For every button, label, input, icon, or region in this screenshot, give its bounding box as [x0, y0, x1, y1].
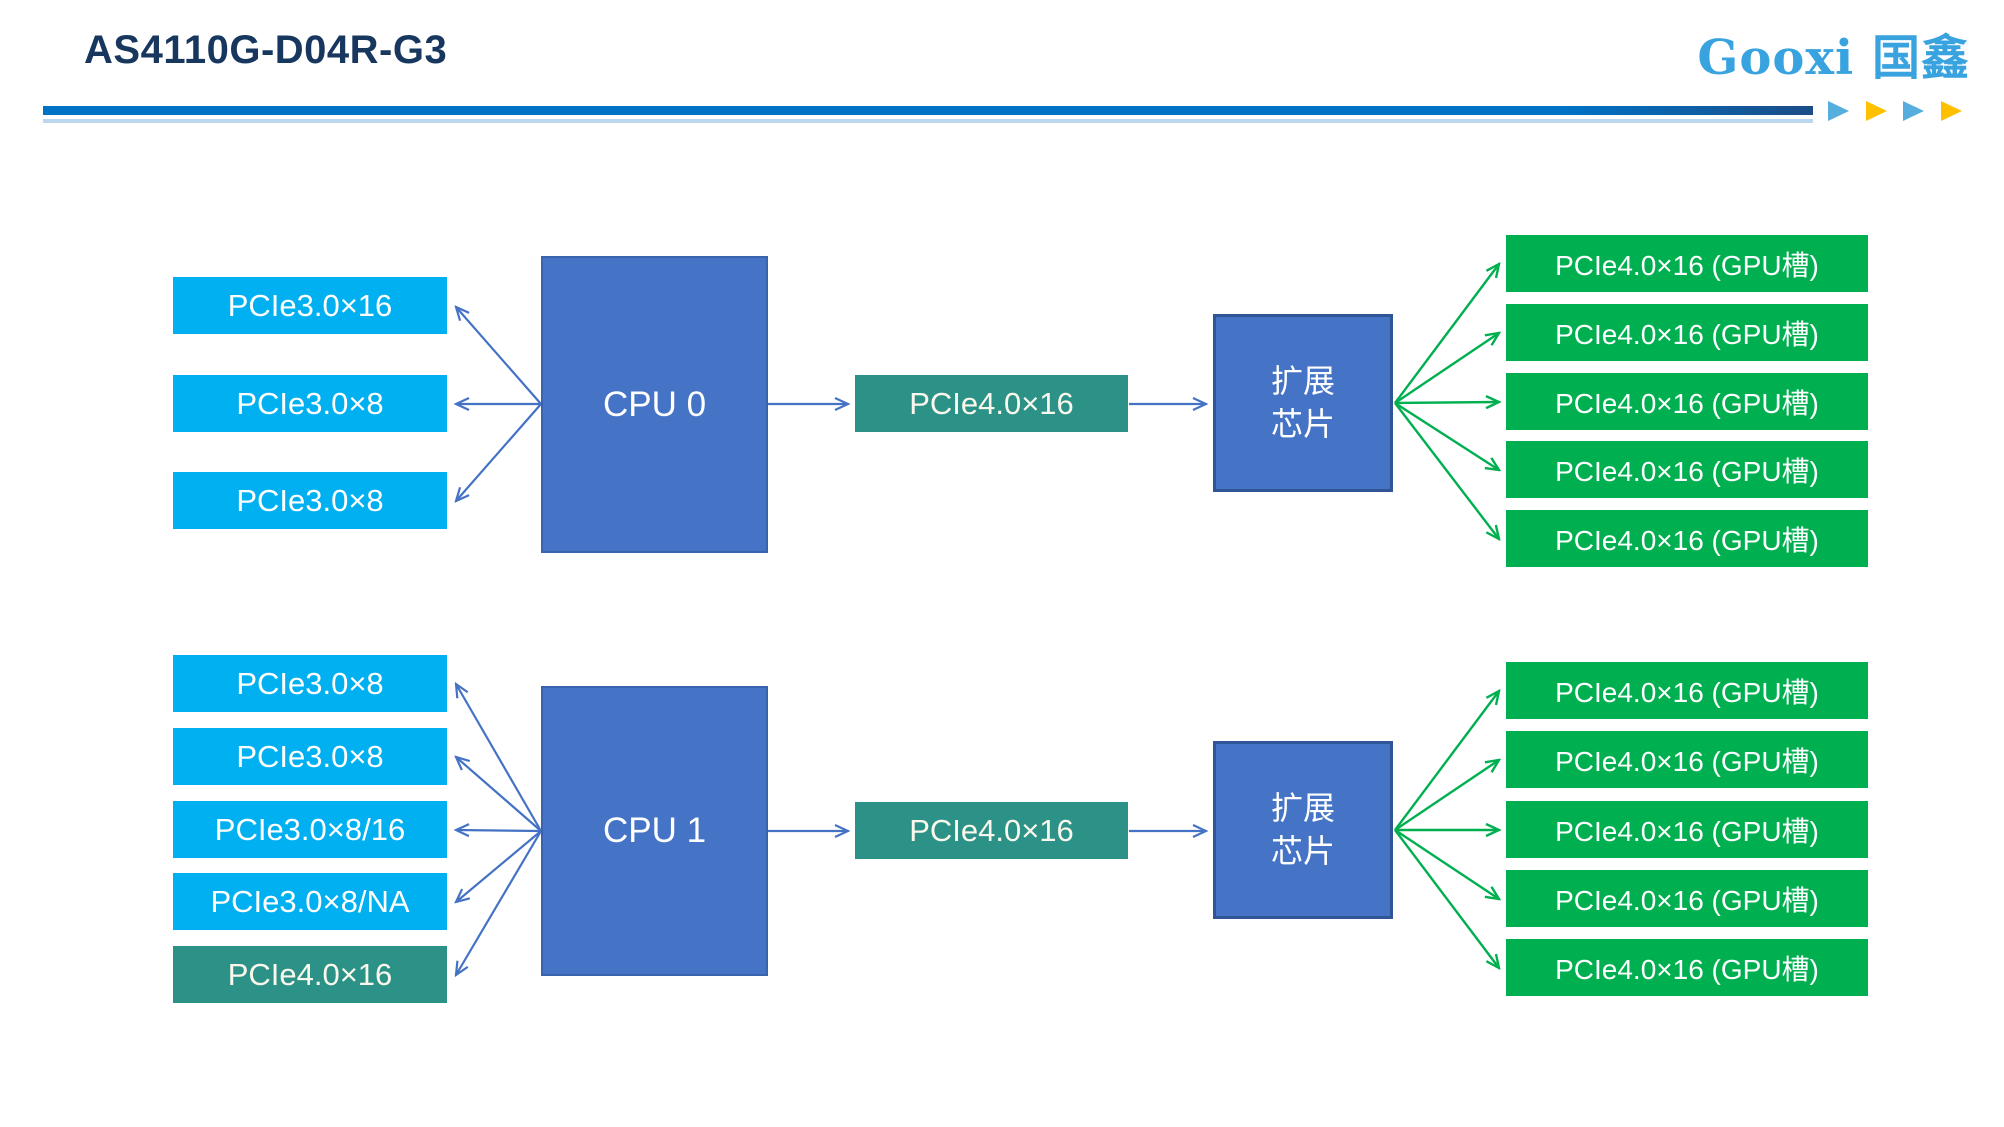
cpu1-gpu-slot: PCIe4.0×16 (GPU槽) — [1506, 731, 1868, 788]
cpu0-uplink: PCIe4.0×16 — [855, 375, 1128, 432]
expander-chip-0: 扩展 芯片 — [1213, 314, 1393, 492]
header-accent-bar — [43, 106, 1813, 115]
triangle-icon — [1866, 101, 1887, 121]
cpu1-left-slot: PCIe3.0×8 — [173, 655, 447, 712]
cpu0-left-slot: PCIe3.0×16 — [173, 277, 447, 334]
cpu1-gpu-slot: PCIe4.0×16 (GPU槽) — [1506, 662, 1868, 719]
header-accent-underline — [43, 119, 1813, 123]
cpu1-gpu-slot: PCIe4.0×16 (GPU槽) — [1506, 939, 1868, 996]
cpu1-block: CPU 1 — [541, 686, 768, 976]
cpu1-uplink: PCIe4.0×16 — [855, 802, 1128, 859]
expander-label-line1: 扩展 — [1270, 789, 1335, 826]
cpu0-gpu-slot: PCIe4.0×16 (GPU槽) — [1506, 510, 1868, 567]
expander-chip-1: 扩展 芯片 — [1213, 741, 1393, 919]
triangle-icon — [1903, 101, 1924, 121]
expander-label-line1: 扩展 — [1270, 362, 1335, 399]
expander-label-line2: 芯片 — [1270, 406, 1335, 442]
cpu0-gpu-slot: PCIe4.0×16 (GPU槽) — [1506, 304, 1868, 361]
cpu0-gpu-slot: PCIe4.0×16 (GPU槽) — [1506, 441, 1868, 498]
cpu0-block: CPU 0 — [541, 256, 768, 553]
cpu0-left-slot: PCIe3.0×8 — [173, 472, 447, 529]
cpu0-gpu-slot: PCIe4.0×16 (GPU槽) — [1506, 373, 1868, 430]
triangle-icon — [1941, 101, 1962, 121]
cpu1-left-slot: PCIe3.0×8/NA — [173, 873, 447, 930]
expander-label-line2: 芯片 — [1270, 833, 1335, 869]
cpu1-left-slot: PCIe4.0×16 — [173, 946, 447, 1003]
gooxi-logo: Gooxi 国鑫 — [1697, 30, 1970, 86]
cpu1-left-slot: PCIe3.0×8/16 — [173, 801, 447, 858]
cpu1-gpu-slot: PCIe4.0×16 (GPU槽) — [1506, 870, 1868, 927]
triangle-icon — [1828, 101, 1849, 121]
cpu0-gpu-slot: PCIe4.0×16 (GPU槽) — [1506, 235, 1868, 292]
cpu1-left-slot: PCIe3.0×8 — [173, 728, 447, 785]
cpu0-left-slot: PCIe3.0×8 — [173, 375, 447, 432]
page-title: AS4110G-D04R-G3 — [84, 28, 448, 72]
cpu1-gpu-slot: PCIe4.0×16 (GPU槽) — [1506, 801, 1868, 858]
